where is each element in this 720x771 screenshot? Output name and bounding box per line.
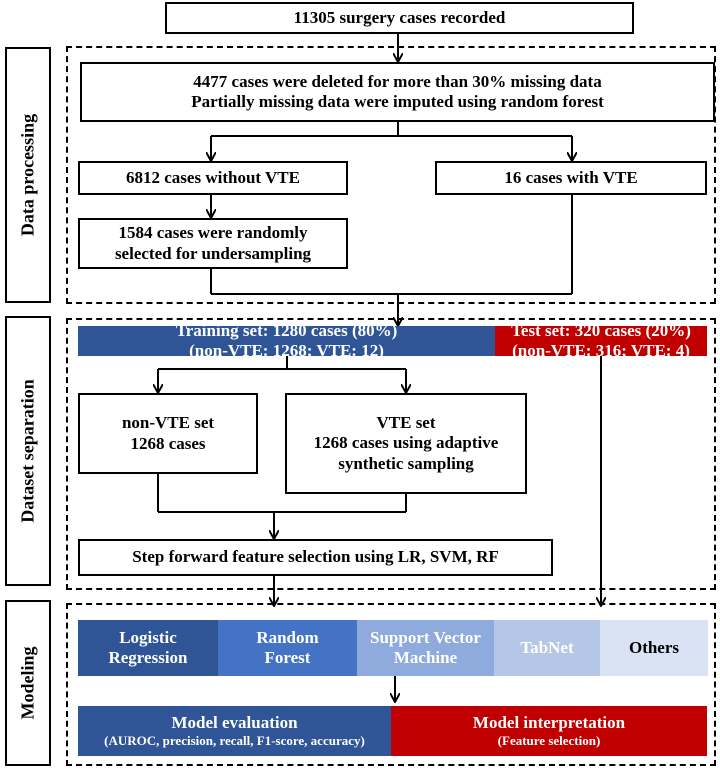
model-svm-line1: Support Vector bbox=[370, 627, 481, 647]
training-set-line2: (non-VTE: 1268; VTE: 12) bbox=[189, 341, 384, 360]
model-interpretation-sub: (Feature selection) bbox=[497, 733, 601, 749]
vte-set-line3: synthetic sampling bbox=[338, 453, 474, 473]
section-label-dataset-separation: Dataset separation bbox=[5, 316, 51, 586]
nonvte-set-line2: 1268 cases bbox=[130, 433, 206, 453]
model-random-forest-line1: Random bbox=[256, 627, 319, 647]
with-vte-box: 16 cases with VTE bbox=[435, 161, 707, 195]
model-logistic-regression-line2: Regression bbox=[108, 648, 188, 667]
nonvte-set-box: non-VTE set 1268 cases bbox=[78, 393, 258, 474]
without-vte-box: 6812 cases without VTE bbox=[78, 161, 348, 195]
deleted-cases-text: 4477 cases were deleted for more than 30… bbox=[193, 71, 602, 91]
with-vte-text: 16 cases with VTE bbox=[504, 167, 638, 187]
feature-selection-box: Step forward feature selection using LR,… bbox=[78, 539, 553, 576]
imputation-text: Partially missing data were imputed usin… bbox=[191, 92, 604, 111]
test-set-line1: Test set: 320 cases (20%) bbox=[511, 320, 691, 340]
model-random-forest-line2: Forest bbox=[264, 648, 311, 667]
model-svm-line2: Machine bbox=[393, 648, 458, 667]
test-set-box: Test set: 320 cases (20%) (non-VTE: 316;… bbox=[495, 321, 707, 360]
model-interpretation-title: Model interpretation bbox=[472, 713, 626, 732]
model-random-forest: Random Forest bbox=[218, 620, 357, 676]
section-label-data-processing: Data processing bbox=[5, 47, 51, 303]
model-interpretation-box: Model interpretation (Feature selection) bbox=[391, 706, 707, 756]
model-others-label: Others bbox=[628, 637, 680, 657]
frame-modeling bbox=[66, 603, 716, 766]
nonvte-set-line1: non-VTE set bbox=[121, 413, 215, 433]
without-vte-text: 6812 cases without VTE bbox=[126, 167, 300, 187]
model-tabnet: TabNet bbox=[494, 620, 600, 676]
total-cases-text: 11305 surgery cases recorded bbox=[293, 7, 506, 27]
feature-selection-text: Step forward feature selection using LR,… bbox=[132, 547, 499, 567]
undersampling-box: 1584 cases were randomly selected for un… bbox=[78, 218, 348, 269]
undersampling-line1: 1584 cases were randomly bbox=[118, 223, 308, 243]
model-evaluation-title: Model evaluation bbox=[171, 713, 298, 732]
training-set-box-with-text: Training set: 1280 cases (80%) (non-VTE:… bbox=[78, 321, 495, 360]
vte-set-line1: VTE set bbox=[376, 412, 436, 432]
missing-data-box: 4477 cases were deleted for more than 30… bbox=[80, 62, 715, 122]
frame-data-processing bbox=[66, 46, 716, 304]
model-others: Others bbox=[600, 620, 708, 676]
model-logistic-regression-line1: Logistic bbox=[119, 627, 177, 647]
frame-dataset-separation bbox=[66, 318, 716, 590]
model-evaluation-metrics: (AUROC, precision, recall, F1-score, acc… bbox=[104, 733, 365, 749]
vte-set-line2: 1268 cases using adaptive bbox=[313, 433, 499, 453]
training-set-line1: Training set: 1280 cases (80%) bbox=[175, 320, 398, 340]
model-tabnet-label: TabNet bbox=[520, 637, 574, 657]
models-row: Logistic Regression Random Forest Suppor… bbox=[78, 620, 708, 676]
total-cases-box: 11305 surgery cases recorded bbox=[165, 2, 634, 34]
vte-set-box: VTE set 1268 cases using adaptive synthe… bbox=[285, 393, 527, 494]
model-support-vector-machine: Support Vector Machine bbox=[357, 620, 494, 676]
model-evaluation-box: Model evaluation (AUROC, precision, reca… bbox=[78, 706, 391, 756]
section-label-modeling: Modeling bbox=[5, 600, 51, 766]
test-set-line2: (non-VTE: 316; VTE: 4) bbox=[512, 341, 690, 360]
undersampling-line2: selected for undersampling bbox=[114, 243, 312, 263]
model-logistic-regression: Logistic Regression bbox=[78, 620, 218, 676]
